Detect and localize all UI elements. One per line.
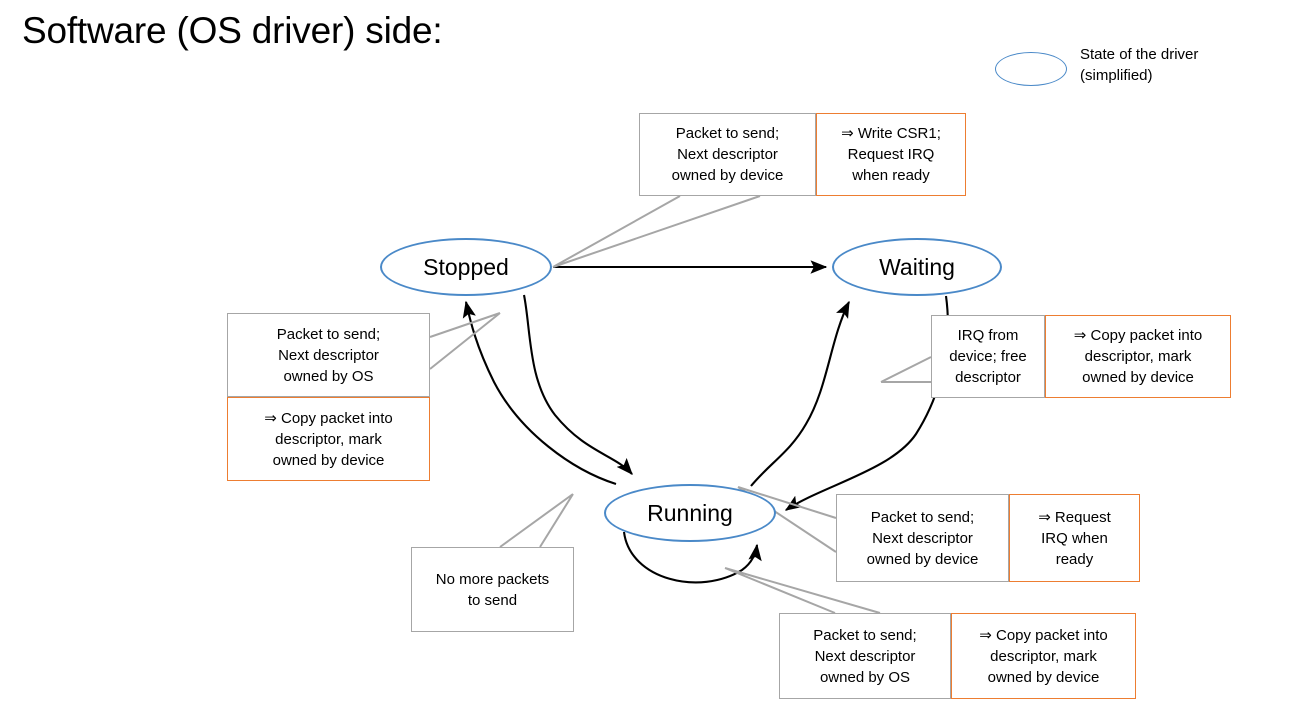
leader-top	[552, 195, 761, 268]
callout-action-running-to-waiting: ⇒ Request IRQ when ready	[1009, 494, 1140, 582]
leader-bottom-left	[499, 493, 574, 548]
callout-condition-stopped-to-waiting: Packet to send; Next descriptor owned by…	[639, 113, 816, 196]
callout-condition-running-self-loop: Packet to send; Next descriptor owned by…	[779, 613, 951, 699]
state-node-waiting[interactable]: Waiting	[832, 238, 1002, 296]
callout-action-stopped-to-running: ⇒ Copy packet into descriptor, mark owne…	[227, 397, 430, 481]
ellipse-icon	[995, 52, 1067, 86]
arrow-waiting-to-running	[784, 295, 949, 511]
state-label: Waiting	[879, 253, 955, 280]
arrow-stopped-to-running	[522, 294, 633, 475]
legend: State of the driver (simplified)	[995, 44, 1285, 104]
callout-condition-waiting-to-running: IRQ from device; free descriptor	[931, 315, 1045, 398]
state-node-stopped[interactable]: Stopped	[380, 238, 552, 296]
legend-label: State of the driver (simplified)	[1080, 46, 1199, 84]
callout-action-waiting-to-running: ⇒ Copy packet into descriptor, mark owne…	[1045, 315, 1231, 398]
leader-left	[429, 312, 501, 370]
leader-right-middle	[880, 356, 932, 383]
state-node-running[interactable]: Running	[604, 484, 776, 542]
state-label: Running	[647, 499, 733, 526]
callout-action-running-self-loop: ⇒ Copy packet into descriptor, mark owne…	[951, 613, 1136, 699]
state-label: Stopped	[423, 253, 509, 280]
callout-condition-running-to-waiting: Packet to send; Next descriptor owned by…	[836, 494, 1009, 582]
callout-condition-running-to-stopped: No more packets to send	[411, 547, 574, 632]
callout-condition-stopped-to-running: Packet to send; Next descriptor owned by…	[227, 313, 430, 397]
page-title: Software (OS driver) side:	[22, 10, 443, 51]
arrow-running-to-waiting	[750, 300, 850, 487]
callout-action-stopped-to-waiting: ⇒ Write CSR1; Request IRQ when ready	[816, 113, 966, 196]
arrow-running-to-stopped	[462, 300, 617, 486]
